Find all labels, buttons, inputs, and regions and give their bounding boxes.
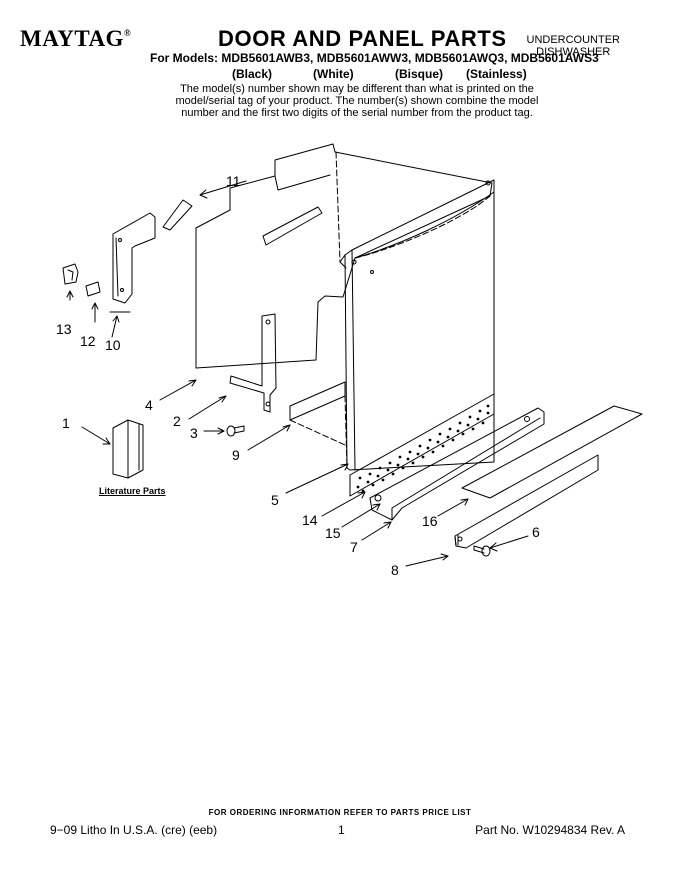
product-type-line1: UNDERCOUNTER: [526, 34, 621, 46]
part-number: Part No. W10294834 Rev. A: [475, 823, 625, 837]
page-number: 1: [338, 823, 345, 837]
kick-plate: [369, 407, 545, 521]
variant-bisque: (Bisque): [395, 67, 443, 81]
callout-5: 5: [271, 492, 279, 508]
callout-2: 2: [173, 413, 181, 429]
variant-white: (White): [313, 67, 354, 81]
product-type-line2: DISHWASHER: [536, 46, 611, 58]
models-line: For Models: MDB5601AWB3, MDB5601AWW3, MD…: [150, 51, 599, 65]
gasket-strip: [289, 381, 346, 421]
screw-3: [226, 425, 245, 437]
page-title: DOOR AND PANEL PARTS: [218, 26, 507, 51]
callout-14: 14: [302, 512, 318, 528]
ordering-info: FOR ORDERING INFORMATION REFER TO PARTS …: [208, 808, 472, 817]
spacer-block: [85, 281, 101, 297]
callout-13: 13: [56, 321, 72, 337]
callout-10: 10: [105, 337, 121, 353]
inner-door-panel: [195, 143, 493, 369]
callout-6: 6: [532, 524, 540, 540]
callout-12: 12: [80, 333, 96, 349]
variant-black: (Black): [232, 67, 273, 81]
latch-clip: [62, 263, 79, 285]
insulation-strip: [461, 405, 643, 499]
brand-logo: MAYTAG®: [20, 26, 131, 52]
hinge-bracket: [229, 313, 277, 413]
callout-1: 1: [62, 415, 70, 431]
registered-mark: ®: [123, 28, 132, 38]
vent-grille-panel: [349, 393, 495, 497]
callout-8: 8: [391, 562, 399, 578]
callout-9: 9: [232, 447, 240, 463]
toe-bracket: [454, 454, 599, 549]
variant-stainless: (Stainless): [466, 67, 527, 81]
callout-3: 3: [190, 425, 198, 441]
callout-7: 7: [350, 539, 358, 555]
leader-lines: [66, 180, 529, 567]
screw-6: [473, 545, 491, 557]
panel-handle-slot: [262, 206, 323, 246]
product-type: UNDERCOUNTER DISHWASHER: [527, 34, 621, 58]
callout-4: 4: [145, 397, 153, 413]
literature-parts-label: Literature Parts: [99, 486, 166, 496]
litho-info: 9−09 Litho In U.S.A. (cre) (eeb): [50, 823, 218, 837]
callout-15: 15: [325, 525, 341, 541]
callout-16: 16: [422, 513, 438, 529]
brand-name: MAYTAG: [20, 26, 124, 51]
side-bracket: [112, 212, 156, 304]
model-note: The model(s) number shown may be differe…: [175, 83, 539, 119]
callout-11: 11: [226, 173, 241, 189]
vent-grille-holes: [356, 404, 490, 493]
bumper-strip: [162, 199, 193, 231]
